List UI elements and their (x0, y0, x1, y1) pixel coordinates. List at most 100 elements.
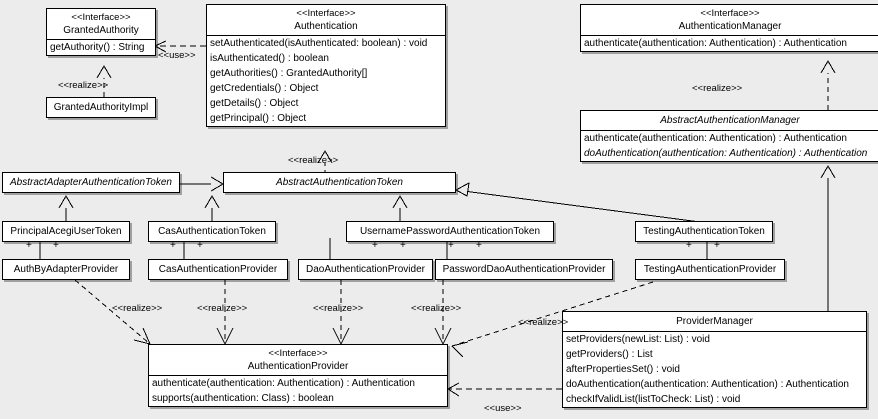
class-name-principal-acegi-user-token: PrincipalAcegiUserToken (10, 226, 122, 237)
class-name-username-password-authentication-token: UsernamePasswordAuthenticationToken (359, 226, 541, 237)
label-realize-abstractauthenticationtoken: <<realize>> (288, 155, 339, 166)
label-realize-daoauthenticationprovider: <<realize>> (313, 303, 364, 314)
stereotype-interface: <<Interface>> (700, 8, 760, 19)
class-name-granted-authority-impl: GrantedAuthorityImpl (53, 102, 149, 113)
operation-do-authentication: doAuthentication(authentication: Authent… (566, 379, 849, 390)
label-use-providermanager-authenticationprovider: <<use>> (484, 403, 522, 414)
class-header-dao-authentication-provider: DaoAuthenticationProvider (299, 260, 432, 279)
stereotype-interface: <<Interface>> (71, 12, 131, 23)
operations-granted-authority: getAuthority() : String (47, 39, 155, 55)
class-header-granted-authority: <<Interface>> GrantedAuthority (47, 9, 155, 39)
class-header-provider-manager: ProviderManager (563, 312, 866, 331)
assoc-plus-marker: + (53, 240, 59, 251)
class-name-dao-authentication-provider: DaoAuthenticationProvider (306, 264, 425, 275)
label-realize-authbyadapterprovider: <<realize>> (112, 303, 163, 314)
class-testing-authentication-provider[interactable]: TestingAuthenticationProvider (635, 259, 785, 280)
label-use-authentication-grantedauthority: <<use>> (158, 50, 196, 61)
operation-authenticate: authenticate(authentication: Authenticat… (152, 378, 415, 389)
operation-authenticate: authenticate(authentication: Authenticat… (584, 38, 847, 49)
class-provider-manager[interactable]: ProviderManager setProviders(newList: Li… (562, 311, 867, 408)
class-name-granted-authority: GrantedAuthority (63, 25, 139, 36)
label-realize-testingauthenticationprovider: <<realize>> (518, 317, 569, 328)
class-header-authentication-manager: <<Interface>> AuthenticationManager (581, 5, 878, 35)
class-name-cas-authentication-token: CasAuthenticationToken (158, 226, 266, 237)
operations-abstract-authentication-manager: authenticate(authentication: Authenticat… (581, 130, 878, 161)
operation-is-authenticated: isAuthenticated() : boolean (210, 53, 329, 64)
class-header-cas-authentication-provider: CasAuthenticationProvider (149, 260, 287, 279)
label-realize-casauthenticationprovider: <<realize>> (197, 303, 248, 314)
class-header-authentication: <<Interface>> Authentication (207, 5, 445, 35)
stereotype-interface: <<Interface>> (296, 8, 356, 19)
class-header-authentication-provider: <<Interface>> AuthenticationProvider (149, 345, 447, 375)
assoc-plus-marker: + (400, 240, 406, 251)
operation-check-if-valid-list: checkIfValidList(listToCheck: List) : vo… (566, 394, 741, 405)
class-header-abstract-adapter-authentication-token: AbstractAdapterAuthenticationToken (3, 173, 179, 192)
class-name-password-dao-authentication-provider: PasswordDaoAuthenticationProvider (442, 264, 606, 275)
operation-set-authenticated: setAuthenticated(isAuthenticated: boolea… (210, 38, 428, 49)
operations-authentication: setAuthenticated(isAuthenticated: boolea… (207, 35, 445, 126)
class-abstract-adapter-authentication-token[interactable]: AbstractAdapterAuthenticationToken (2, 172, 180, 193)
label-realize-passworddaoprovider: <<realize>> (411, 303, 462, 314)
class-name-authentication: Authentication (294, 21, 358, 32)
class-authentication[interactable]: <<Interface>> Authentication setAuthenti… (206, 4, 446, 127)
class-header-testing-authentication-provider: TestingAuthenticationProvider (636, 260, 784, 279)
class-granted-authority-impl[interactable]: GrantedAuthorityImpl (46, 97, 156, 118)
assoc-plus-marker: + (686, 240, 692, 251)
operation-get-principal: getPrincipal() : Object (210, 113, 307, 124)
class-header-granted-authority-impl: GrantedAuthorityImpl (47, 98, 155, 117)
class-name-auth-by-adapter-provider: AuthByAdapterProvider (13, 264, 119, 275)
class-header-testing-authentication-token: TestingAuthenticationToken (636, 222, 772, 241)
class-authentication-manager[interactable]: <<Interface>> AuthenticationManager auth… (580, 4, 878, 52)
class-header-abstract-authentication-manager: AbstractAuthenticationManager (581, 111, 878, 130)
operation-get-credentials: getCredentials() : Object (210, 83, 319, 94)
assoc-plus-marker: + (448, 240, 454, 251)
operation-after-properties-set: afterPropertiesSet() : void (566, 364, 680, 375)
operation-get-authorities: getAuthorities() : GrantedAuthority[] (210, 68, 368, 79)
class-name-cas-authentication-provider: CasAuthenticationProvider (158, 264, 278, 275)
operations-authentication-provider: authenticate(authentication: Authenticat… (149, 375, 447, 406)
class-name-testing-authentication-token: TestingAuthenticationToken (643, 226, 765, 237)
operation-authenticate: authenticate(authentication: Authenticat… (584, 133, 847, 144)
assoc-plus-marker: + (26, 240, 32, 251)
operation-supports: supports(authentication: Class) : boolea… (152, 393, 334, 404)
operation-set-providers: setProviders(newList: List) : void (566, 334, 710, 345)
class-testing-authentication-token[interactable]: TestingAuthenticationToken (635, 221, 773, 242)
assoc-plus-marker: + (197, 240, 203, 251)
class-abstract-authentication-manager[interactable]: AbstractAuthenticationManager authentica… (580, 110, 878, 162)
stereotype-interface: <<Interface>> (268, 348, 328, 359)
class-name-abstract-adapter-authentication-token: AbstractAdapterAuthenticationToken (10, 177, 172, 188)
class-username-password-authentication-token[interactable]: UsernamePasswordAuthenticationToken (346, 221, 554, 242)
class-header-principal-acegi-user-token: PrincipalAcegiUserToken (3, 222, 129, 241)
class-password-dao-authentication-provider[interactable]: PasswordDaoAuthenticationProvider (435, 259, 613, 280)
class-granted-authority[interactable]: <<Interface>> GrantedAuthority getAuthor… (46, 8, 156, 56)
operation-do-authentication: doAuthentication(authentication: Authent… (584, 148, 868, 159)
label-realize-abstractauthenticationmanager: <<realize>> (692, 83, 743, 94)
assoc-plus-marker: + (714, 240, 720, 251)
class-principal-acegi-user-token[interactable]: PrincipalAcegiUserToken (2, 221, 130, 242)
class-name-abstract-authentication-token: AbstractAuthenticationToken (276, 177, 403, 188)
operations-provider-manager: setProviders(newList: List) : void getPr… (563, 331, 866, 407)
class-auth-by-adapter-provider[interactable]: AuthByAdapterProvider (2, 259, 130, 280)
class-name-testing-authentication-provider: TestingAuthenticationProvider (643, 264, 777, 275)
class-header-cas-authentication-token: CasAuthenticationToken (149, 222, 275, 241)
assoc-plus-marker: + (372, 240, 378, 251)
class-header-abstract-authentication-token: AbstractAuthenticationToken (224, 173, 455, 192)
operation-get-providers: getProviders() : List (566, 349, 653, 360)
class-header-password-dao-authentication-provider: PasswordDaoAuthenticationProvider (436, 260, 612, 279)
class-name-authentication-provider: AuthenticationProvider (247, 361, 349, 372)
operation-get-details: getDetails() : Object (210, 98, 299, 109)
class-header-username-password-authentication-token: UsernamePasswordAuthenticationToken (347, 222, 553, 241)
assoc-plus-marker: + (170, 240, 176, 251)
class-name-abstract-authentication-manager: AbstractAuthenticationManager (660, 115, 800, 126)
class-dao-authentication-provider[interactable]: DaoAuthenticationProvider (298, 259, 433, 280)
class-abstract-authentication-token[interactable]: AbstractAuthenticationToken (223, 172, 456, 193)
line-generalize-testingauthenticationtoken (455, 189, 701, 223)
label-realize-grantedauthorityimpl: <<realize>> (58, 80, 109, 91)
class-cas-authentication-provider[interactable]: CasAuthenticationProvider (148, 259, 288, 280)
class-cas-authentication-token[interactable]: CasAuthenticationToken (148, 221, 276, 242)
class-name-authentication-manager: AuthenticationManager (678, 21, 782, 32)
class-authentication-provider[interactable]: <<Interface>> AuthenticationProvider aut… (148, 344, 448, 407)
operation-get-authority: getAuthority() : String (50, 42, 145, 53)
operations-authentication-manager: authenticate(authentication: Authenticat… (581, 35, 878, 51)
